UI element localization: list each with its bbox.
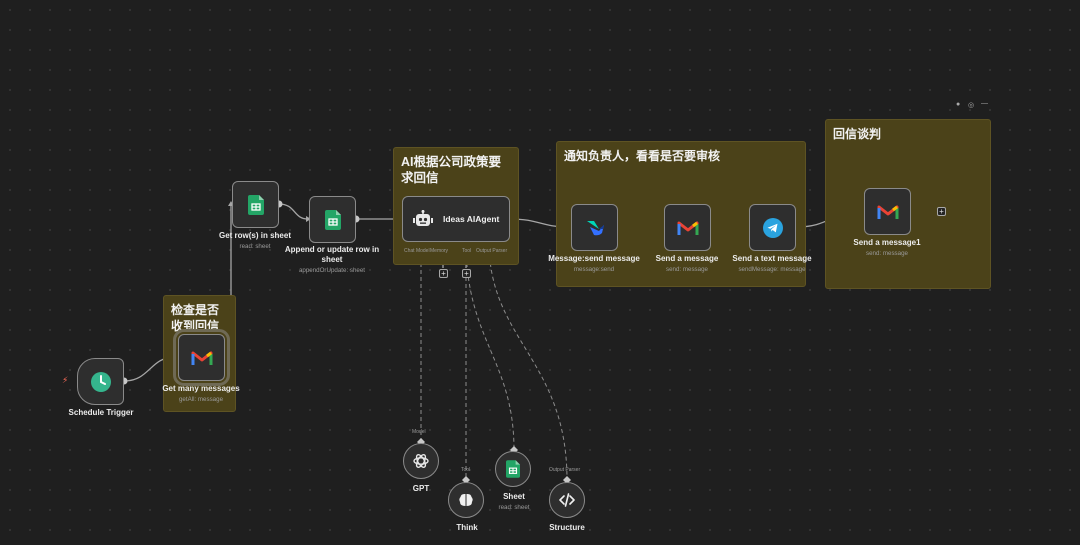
- node-title: Message:send message: [548, 254, 640, 263]
- node-subtitle: message:send: [573, 266, 615, 273]
- node-send-a-text-message[interactable]: [749, 204, 796, 251]
- node-title: Send a message1: [853, 238, 921, 247]
- node-title: Get many messages: [162, 384, 240, 393]
- node-title: Get row(s) in sheet: [218, 231, 291, 240]
- node-title: Send a message: [655, 254, 719, 263]
- add-tool-button[interactable]: +: [462, 269, 471, 278]
- sticky-text: 检查是否收到回信: [171, 303, 220, 333]
- node-title: Send a text message: [732, 254, 812, 263]
- node-think[interactable]: [448, 482, 484, 518]
- telegram-icon: [762, 217, 783, 238]
- sticky-text: AI根据公司政策要求回信: [401, 155, 502, 185]
- port-label-output-parser: Output Parser: [476, 248, 508, 254]
- port-label-memory: Memory: [430, 248, 449, 254]
- node-structure[interactable]: [549, 482, 585, 518]
- add-next-node-button[interactable]: +: [937, 207, 946, 216]
- node-title: Structure: [549, 523, 585, 532]
- port-label-tool: Tool: [462, 248, 472, 254]
- clock-icon: [90, 371, 111, 392]
- node-label: Sheet read: sheet: [449, 492, 579, 513]
- sticky-text: 通知负责人，看看是否要审核: [564, 149, 721, 163]
- more-icon[interactable]: —: [981, 100, 988, 107]
- node-title: Schedule Trigger: [68, 408, 134, 417]
- node-label: Send a text message sendMessage: message: [707, 254, 837, 275]
- node-label: Structure: [502, 523, 632, 533]
- openai-icon: [413, 454, 429, 468]
- gmail-icon: [877, 205, 898, 219]
- node-message-send-message[interactable]: [571, 204, 618, 251]
- wire-structure-dashed: [488, 241, 568, 481]
- node-label: Schedule Trigger: [36, 408, 166, 418]
- wire-sheet-dashed: [465, 241, 515, 451]
- hand-icon[interactable]: ●: [956, 101, 961, 108]
- chat-icon[interactable]: ◎: [968, 102, 975, 109]
- sticky-text: 回信谈判: [833, 127, 882, 141]
- node-label: Get row(s) in sheet read: sheet: [190, 231, 320, 252]
- node-send-a-message[interactable]: [664, 204, 711, 251]
- node-label: Send a message1 send: message: [822, 238, 952, 259]
- node-subtitle: read: sheet: [239, 243, 271, 250]
- node-subtitle: send: message: [866, 250, 908, 257]
- node-get-rows-in-sheet[interactable]: [232, 181, 279, 228]
- node-append-or-update-row[interactable]: [309, 196, 356, 243]
- node-sheet[interactable]: [495, 451, 531, 487]
- port-label-tool: Tool: [461, 467, 471, 473]
- wire-getrows-to-append: [278, 203, 309, 220]
- node-title: Think: [456, 523, 478, 532]
- node-subtitle: send: message: [666, 266, 708, 273]
- node-title: Sheet: [503, 492, 525, 501]
- node-subtitle: appendOrUpdate: sheet: [298, 267, 366, 274]
- brain-icon: [459, 493, 473, 506]
- node-title: Ideas AIAgent: [443, 214, 500, 224]
- lark-icon: [586, 220, 604, 235]
- node-label: Append or update row in sheet appendOrUp…: [279, 245, 385, 276]
- code-icon: [559, 493, 575, 507]
- node-send-a-message1[interactable]: [864, 188, 911, 235]
- add-memory-button[interactable]: +: [439, 269, 448, 278]
- node-subtitle: sendMessage: message: [738, 266, 806, 273]
- gmail-icon: [191, 351, 212, 365]
- lightning-bolt-icon: ⚡: [62, 375, 69, 385]
- port-label-output-parser: Output Parser: [549, 467, 581, 473]
- node-subtitle: read: sheet: [498, 504, 530, 511]
- node-label: Get many messages getAll: message: [136, 384, 266, 405]
- google-sheets-icon: [506, 460, 520, 478]
- port-label-model: Model: [412, 429, 426, 435]
- port-label-chat-model: Chat Model: [404, 248, 430, 254]
- node-title: GPT: [412, 484, 430, 493]
- node-label: Think: [402, 523, 532, 533]
- robot-icon: [413, 210, 433, 226]
- node-title: Append or update row in sheet: [284, 245, 380, 264]
- gmail-icon: [677, 221, 698, 235]
- node-gpt[interactable]: [403, 443, 439, 479]
- node-get-many-messages[interactable]: [173, 329, 230, 386]
- node-ideas-ai-agent[interactable]: Ideas AIAgent: [402, 196, 510, 242]
- node-label: Message:send message message:send: [529, 254, 659, 275]
- node-subtitle: getAll: message: [178, 396, 224, 403]
- node-label: GPT: [356, 484, 486, 494]
- google-sheets-icon: [324, 209, 341, 230]
- google-sheets-icon: [247, 194, 264, 215]
- node-label: Send a message send: message: [622, 254, 752, 275]
- node-schedule-trigger[interactable]: [77, 358, 124, 405]
